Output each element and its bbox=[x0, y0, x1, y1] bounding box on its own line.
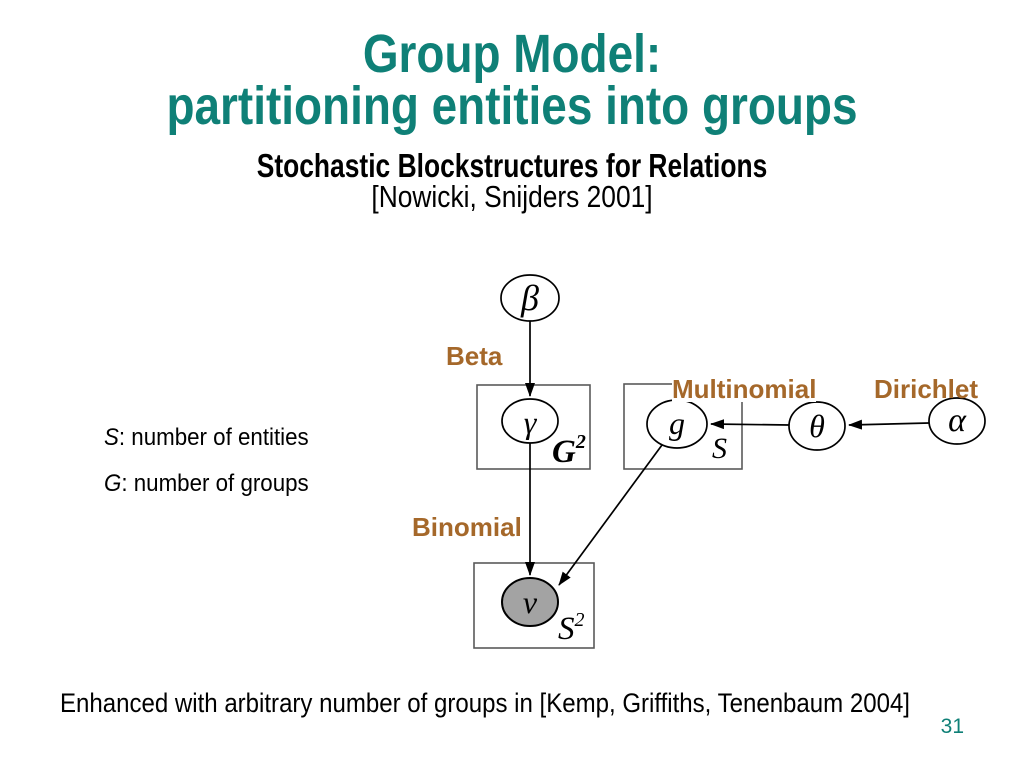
node-theta-symbol: θ bbox=[809, 408, 825, 444]
node-beta-symbol: β bbox=[520, 278, 539, 318]
legend-entities-text: : number of entities bbox=[118, 424, 309, 451]
legend-groups-text: : number of groups bbox=[121, 470, 309, 497]
dist-label-binomial: Binomial bbox=[412, 512, 522, 542]
footer-note: Enhanced with arbitrary number of groups… bbox=[60, 688, 910, 718]
node-nu-symbol: ν bbox=[523, 584, 538, 620]
plate-g2-label: G2 bbox=[552, 431, 586, 470]
node-alpha-symbol: α bbox=[948, 402, 967, 439]
plate-s2-label: S2 bbox=[558, 609, 585, 647]
node-theta-ellipse bbox=[788, 401, 846, 451]
page-number: 31 bbox=[940, 715, 964, 738]
legend-entities-var: S bbox=[104, 424, 119, 451]
edge-alpha-to-theta bbox=[848, 419, 930, 430]
edge-g-to-nu bbox=[558, 444, 663, 586]
subtitle-title: Stochastic Blockstructures for Relations bbox=[256, 147, 768, 184]
page-title: Group Model: partitioning entities into … bbox=[166, 24, 858, 136]
legend-entities: S: number of entities bbox=[104, 424, 309, 452]
legend-groups: G: number of groups bbox=[104, 470, 309, 498]
node-alpha-ellipse bbox=[928, 397, 986, 445]
dist-label-beta: Beta bbox=[446, 341, 503, 371]
node-nu-ellipse bbox=[501, 577, 559, 627]
plate-s-label: S bbox=[712, 432, 727, 465]
node-gamma-symbol: γ bbox=[524, 404, 538, 440]
dist-label-multinomial: Multinomial bbox=[672, 374, 817, 404]
dist-label-dirichlet: Dirichlet bbox=[874, 374, 979, 404]
node-beta-ellipse bbox=[500, 274, 560, 322]
edge-theta-to-g bbox=[710, 419, 790, 430]
legend-groups-var: G bbox=[104, 470, 122, 497]
node-gamma-ellipse bbox=[501, 398, 559, 444]
node-g-symbol: g bbox=[669, 405, 685, 441]
subtitle-citation: [Nowicki, Snijders 2001] bbox=[371, 179, 653, 214]
